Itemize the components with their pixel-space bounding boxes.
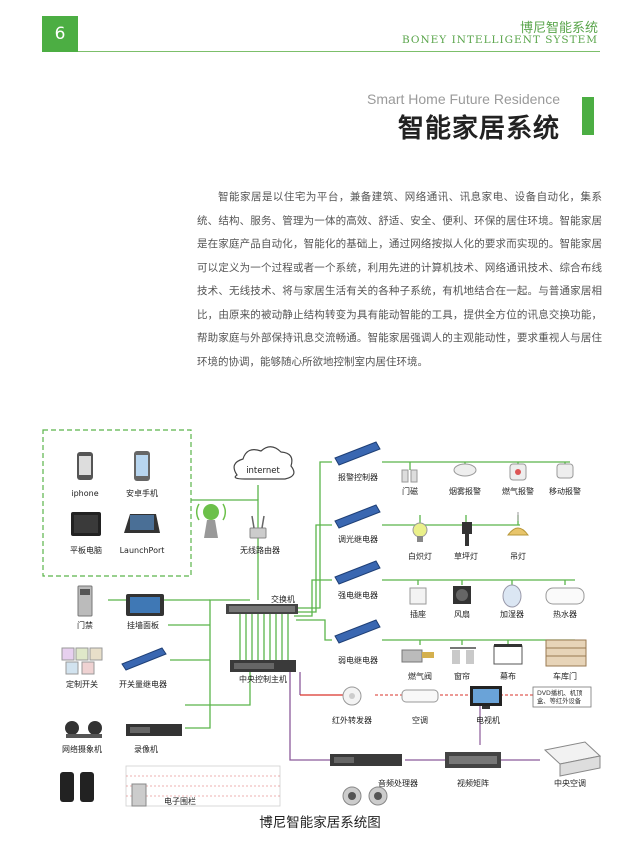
device-group-box — [42, 429, 192, 577]
strong-item-label: 插座 — [410, 609, 426, 619]
motion-sensor-icon — [556, 463, 574, 479]
wall-panel-icon — [126, 594, 164, 616]
router-icon — [249, 515, 267, 539]
alarm-item-label: 烟雾报警 — [449, 486, 481, 496]
dimmer-item-label: 白炽灯 — [408, 551, 432, 561]
diagram-caption: 博尼智能家居系统图 — [259, 815, 381, 831]
label-strong-relay: 强电继电器 — [338, 590, 378, 600]
smoke-detector-icon — [453, 463, 477, 477]
fan-icon — [453, 586, 471, 604]
ir-note-box — [532, 686, 592, 708]
label-alarm-controller: 报警控制器 — [338, 472, 378, 482]
gas-valve-icon — [401, 649, 434, 663]
ir-note-line1: DVD播机、机顶 — [537, 688, 583, 697]
infrared-beam-icon — [60, 772, 94, 802]
label-dimmer-relay: 调光继电器 — [338, 534, 378, 544]
video-matrix-icon — [445, 752, 501, 768]
label-android: 安卓手机 — [126, 488, 158, 498]
network-switch-icon — [226, 604, 298, 614]
relay-strips — [334, 441, 381, 644]
label-wall-panel: 挂墙面板 — [127, 620, 159, 630]
label-internet: internet — [246, 466, 280, 476]
label-central-ac: 中央空调 — [554, 778, 586, 788]
door-access-icon — [77, 585, 93, 617]
audio-processor-icon — [330, 754, 402, 766]
electric-fence-icon — [125, 765, 281, 807]
dimmer-item-label: 吊灯 — [510, 551, 526, 561]
label-wireless-router: 无线路由器 — [240, 545, 280, 555]
brand-name-en: BONEY INTELLIGENT SYSTEM — [401, 34, 598, 46]
section-title: 智能家居系统 — [397, 114, 560, 144]
label-electric-fence: 电子围栏 — [164, 796, 196, 806]
strong-item-label: 热水器 — [553, 609, 577, 619]
label-air-conditioner: 空调 — [412, 715, 428, 725]
switch-relay-icon — [121, 647, 167, 671]
strong-item-label: 加湿器 — [500, 609, 524, 619]
label-door-access: 门禁 — [77, 620, 93, 630]
label-switch: 交换机 — [271, 594, 295, 604]
label-host: 中央控制主机 — [239, 674, 287, 684]
door-sensor-icon — [401, 469, 418, 483]
label-video-matrix: 视频矩阵 — [457, 778, 489, 788]
title-accent-bar — [582, 97, 594, 135]
weak-item-label: 燃气阀 — [408, 671, 432, 681]
label-ir-transmitter: 红外转发器 — [332, 715, 372, 725]
wifi-antenna-icon — [195, 503, 227, 538]
iphone-icon — [77, 452, 93, 480]
tablet-icon — [71, 512, 101, 536]
page-number: 6 — [42, 16, 78, 52]
label-switch-relay: 开关量继电器 — [119, 679, 167, 689]
weak-item-label: 窗帘 — [454, 671, 470, 681]
garage-door-icon — [545, 639, 587, 667]
label-audio-processor: 音频处理器 — [378, 778, 418, 788]
lawn-lamp-icon — [462, 522, 472, 546]
air-conditioner-icon — [401, 689, 439, 703]
ir-transmitter-icon — [342, 686, 362, 706]
alarm-item-label: 燃气报警 — [502, 486, 534, 496]
android-phone-icon — [134, 451, 150, 481]
header-rule — [78, 51, 600, 52]
label-iphone: iphone — [71, 489, 98, 498]
label-network-camera: 网络摄象机 — [62, 744, 102, 754]
projector-screen-icon — [493, 644, 523, 665]
launchport-icon — [124, 514, 160, 533]
label-tablet: 平板电脑 — [70, 545, 102, 555]
weak-item-label: 幕布 — [500, 671, 516, 681]
label-video-recorder: 录像机 — [134, 744, 158, 754]
curtain-icon — [450, 647, 476, 664]
green-wiring — [108, 461, 575, 729]
brand-name-cn: 博尼智能系统 — [519, 21, 598, 36]
internet-cloud-icon — [233, 446, 295, 480]
humidifier-icon — [502, 584, 522, 608]
dimmer-item-label: 草坪灯 — [454, 551, 478, 561]
network-camera-icon — [65, 721, 102, 738]
strong-item-label: 风扇 — [454, 609, 470, 619]
alarm-item-label: 门磁 — [402, 486, 418, 496]
bulb-icon — [412, 522, 428, 542]
socket-icon — [409, 587, 427, 605]
section-subtitle: Smart Home Future Residence — [367, 91, 560, 107]
label-tv: 电视机 — [476, 715, 500, 725]
weak-item-label: 车库门 — [553, 671, 577, 681]
label-launchport: LaunchPort — [120, 546, 165, 555]
central-host-icon — [230, 660, 296, 672]
central-ac-icon — [543, 741, 602, 777]
ir-note-line2: 盒、等红外设备 — [537, 696, 582, 705]
label-weak-relay: 弱电继电器 — [338, 655, 378, 665]
tv-icon — [470, 686, 502, 709]
water-heater-icon — [545, 587, 585, 605]
speaker-icon — [342, 786, 388, 806]
alarm-item-label: 移动报警 — [549, 486, 581, 496]
custom-switch-icon — [61, 647, 103, 675]
intro-paragraph: 智能家居是以住宅为平台，兼备建筑、网络通讯、讯息家电、设备自动化，集系统、结构、… — [197, 191, 602, 368]
label-custom-switch: 定制开关 — [66, 679, 98, 689]
gas-alarm-icon — [509, 463, 527, 481]
video-recorder-icon — [126, 724, 182, 736]
chandelier-icon — [507, 512, 529, 536]
